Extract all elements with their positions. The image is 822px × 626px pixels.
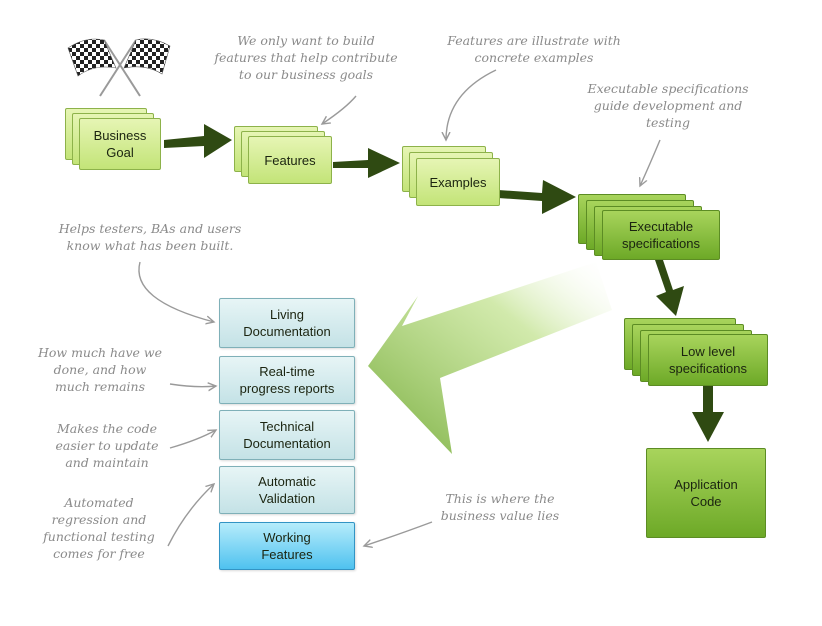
note-automated-l3: functional testing (43, 529, 155, 544)
pointer-illustrate (446, 69, 497, 140)
arrow-goal-to-features (164, 124, 232, 158)
arrow-examples-to-exec (498, 180, 576, 214)
note-easier-update: Makes the code easier to update and main… (44, 420, 170, 471)
validation-line1: Automatic (258, 474, 316, 489)
note-illustrate: Features are illustrate with concrete ex… (430, 32, 638, 66)
note-how-much-l2: done, and how (53, 362, 147, 377)
note-easier-update-l3: and maintain (65, 455, 149, 470)
exec-specs-box: Executable specifications (602, 210, 720, 260)
pointer-guide-dev (640, 139, 661, 186)
examples-box: Examples (416, 158, 500, 206)
arrow-features-to-examples (333, 148, 400, 178)
living-doc-line2: Documentation (243, 324, 331, 339)
technical-doc-line2: Documentation (243, 436, 331, 451)
working-features-line1: Working (263, 530, 311, 545)
arrow-lowlevel-to-code (692, 385, 724, 442)
checkered-flags-icon (67, 38, 171, 97)
application-code-line2: Code (690, 494, 722, 509)
note-illustrate-l2: concrete examples (474, 50, 594, 65)
progress-line2: progress reports (239, 381, 335, 396)
note-automated-l2: regression and (51, 512, 147, 527)
note-build-features-l1: We only want to build (237, 33, 375, 48)
note-guide-dev-l1: Executable specifications (587, 81, 749, 96)
note-automated-l1: Automated (64, 495, 134, 510)
arrow-exec-to-lowlevel (655, 260, 684, 316)
note-guide-dev: Executable specifications guide developm… (570, 80, 766, 131)
living-doc-line1: Living (270, 307, 304, 322)
note-helps-testers: Helps testers, BAs and users know what h… (44, 220, 256, 254)
note-automated-regression: Automated regression and functional test… (28, 494, 170, 562)
features-box: Features (248, 136, 332, 184)
note-easier-update-l2: easier to update (55, 438, 159, 453)
examples-label: Examples (429, 174, 487, 190)
working-features-line2: Features (261, 547, 313, 562)
note-guide-dev-l3: testing (646, 115, 690, 130)
note-how-much-l1: How much have we (37, 345, 163, 360)
application-code-line1: Application (674, 477, 738, 492)
note-easier-update-l1: Makes the code (57, 421, 157, 436)
note-illustrate-l1: Features are illustrate with (447, 33, 621, 48)
note-how-much-l3: much remains (54, 379, 146, 394)
note-automated-l4: comes for free (53, 546, 145, 561)
pointer-how-much (169, 384, 216, 387)
note-business-value: This is where the business value lies (420, 490, 580, 524)
flow-arrows (164, 124, 724, 442)
note-guide-dev-l2: guide development and (593, 98, 743, 113)
low-level-line1: Low level (680, 344, 736, 359)
exec-specs-line2: specifications (621, 236, 701, 251)
low-level-box: Low level specifications (648, 334, 768, 386)
pointer-easier-update (169, 430, 216, 449)
low-level-line2: specifications (668, 361, 748, 376)
pointer-automated (167, 484, 214, 547)
note-build-features-l2: features that help contribute (214, 50, 398, 65)
note-how-much: How much have we done, and how much rema… (30, 344, 170, 395)
progress-reports-box: Real-time progress reports (219, 356, 355, 404)
note-helps-testers-l1: Helps testers, BAs and users (58, 221, 242, 236)
features-label: Features (264, 152, 316, 168)
pointer-helps-testers (138, 261, 214, 322)
note-build-features: We only want to build features that help… (206, 32, 406, 83)
note-pointers (138, 69, 661, 547)
technical-doc-line1: Technical (259, 419, 315, 434)
progress-line1: Real-time (259, 364, 315, 379)
note-business-value-l1: This is where the (445, 491, 555, 506)
pointer-business-value (364, 521, 433, 546)
note-business-value-l2: business value lies (440, 508, 560, 523)
pointer-build-features (322, 95, 357, 124)
validation-line2: Validation (258, 491, 316, 506)
note-helps-testers-l2: know what has been built. (66, 238, 234, 253)
exec-specs-line1: Executable (628, 219, 694, 234)
business-goal-line2: Goal (106, 145, 134, 160)
big-output-arrow (368, 262, 612, 454)
business-goal-line1: Business (93, 128, 147, 143)
note-build-features-l3: to our business goals (238, 67, 374, 82)
